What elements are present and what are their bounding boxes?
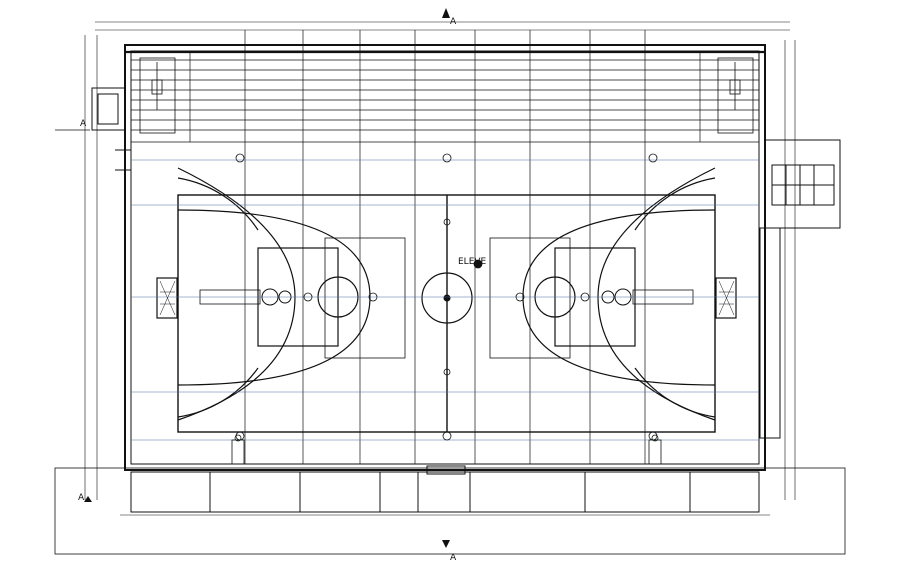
dimension-lines	[131, 159, 759, 441]
right-key	[522, 167, 716, 421]
left-key	[177, 167, 371, 421]
section-marker-west-bottom: A	[78, 493, 92, 503]
left-basket	[156, 277, 292, 319]
column-markers	[235, 153, 658, 441]
section-marker-west-top: A	[55, 119, 90, 131]
upper-corner-structures	[139, 57, 754, 134]
stair-annex	[759, 139, 841, 439]
section-marker-north-label: A	[450, 17, 457, 27]
section-marker-south: A	[442, 540, 457, 563]
bottom-service-rooms	[54, 465, 846, 555]
building-walls	[124, 44, 766, 471]
dimension-frame	[84, 21, 796, 516]
bench-fixtures	[231, 434, 662, 465]
section-marker-west-bottom-label: A	[78, 493, 85, 503]
section-marker-west-top-label: A	[80, 119, 87, 129]
left-entry	[91, 87, 131, 171]
center-circle	[324, 237, 571, 359]
section-marker-north: A	[442, 8, 457, 27]
right-basket	[601, 277, 737, 319]
section-marker-south-label: A	[450, 553, 457, 563]
court-elevation-label: ELEVE	[458, 257, 487, 267]
bleacher-grid	[131, 30, 759, 464]
